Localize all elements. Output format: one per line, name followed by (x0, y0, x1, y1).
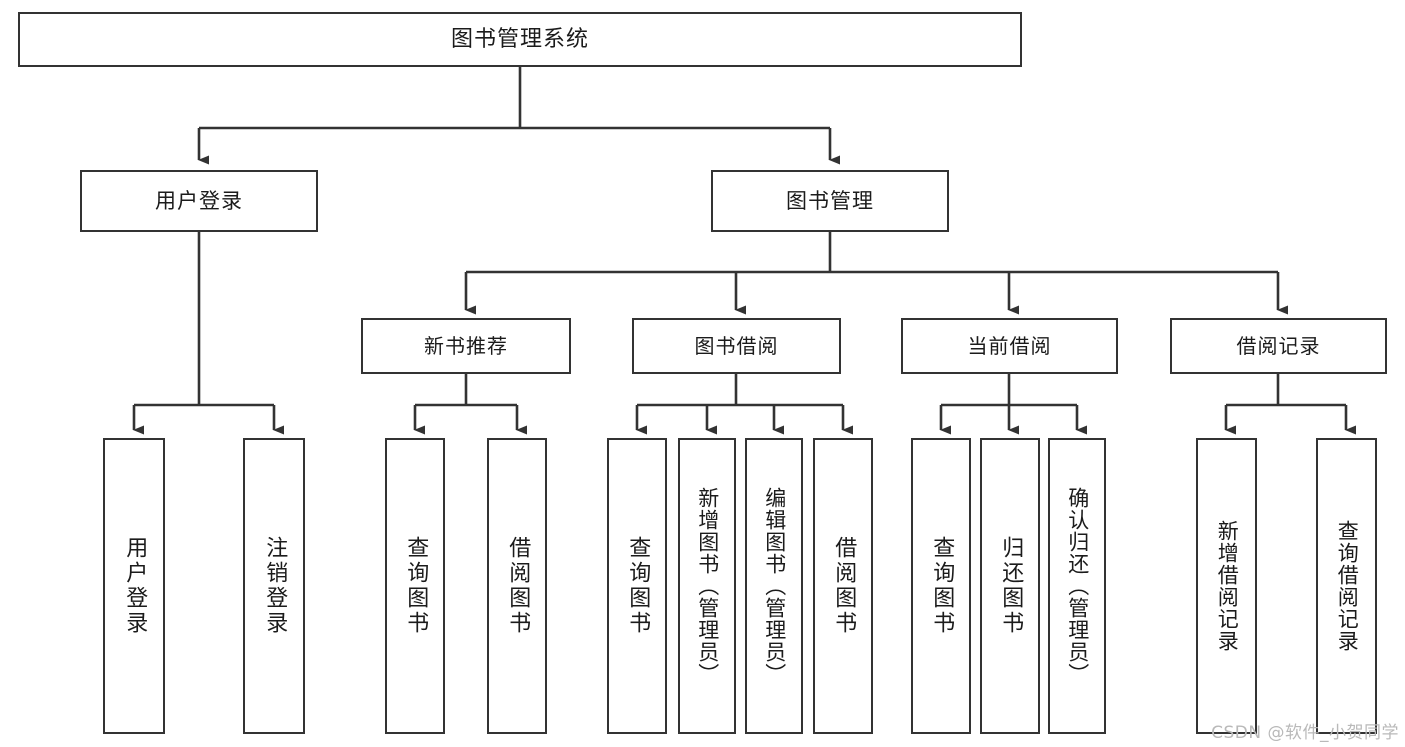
node-label: 当前借阅 (967, 333, 1052, 358)
node-root-book-management-system[interactable]: 图书管理系统 (18, 12, 1022, 67)
leaf-borrow-book-recommend[interactable]: 借阅图书 (487, 438, 547, 734)
node-new-book-recommendation[interactable]: 新书推荐 (361, 318, 571, 374)
leaf-edit-book-admin[interactable]: 编辑图书（管理员） (745, 438, 803, 734)
leaf-logout[interactable]: 注销登录 (243, 438, 305, 734)
node-label: 新书推荐 (424, 333, 508, 358)
leaf-query-borrow-record[interactable]: 查询借阅记录 (1316, 438, 1377, 734)
node-label: 查询图书 (403, 536, 429, 636)
node-current-borrow[interactable]: 当前借阅 (901, 318, 1118, 374)
node-label: 图书借阅 (694, 333, 779, 358)
node-label: 新增图书（管理员） (695, 487, 720, 685)
node-label: 查询图书 (929, 536, 955, 636)
leaf-query-book-current[interactable]: 查询图书 (911, 438, 971, 734)
node-label: 查询借阅记录 (1335, 520, 1360, 652)
csdn-watermark: CSDN @软件_小贺同学 (1211, 723, 1399, 743)
leaf-add-book-admin[interactable]: 新增图书（管理员） (678, 438, 736, 734)
node-label: 图书管理系统 (450, 26, 589, 52)
leaf-add-borrow-record[interactable]: 新增借阅记录 (1196, 438, 1257, 734)
node-label: 用户登录 (155, 188, 243, 213)
leaf-query-book-recommend[interactable]: 查询图书 (385, 438, 445, 734)
node-label: 注销登录 (262, 536, 288, 636)
node-book-management[interactable]: 图书管理 (711, 170, 949, 232)
leaf-confirm-return-admin[interactable]: 确认归还（管理员） (1048, 438, 1106, 734)
node-book-borrow[interactable]: 图书借阅 (632, 318, 841, 374)
leaf-query-book-borrow[interactable]: 查询图书 (607, 438, 667, 734)
node-label: 借阅记录 (1236, 333, 1321, 358)
leaf-return-book[interactable]: 归还图书 (980, 438, 1040, 734)
node-label: 用户登录 (122, 536, 148, 636)
leaf-user-login[interactable]: 用户登录 (103, 438, 165, 734)
node-borrow-record[interactable]: 借阅记录 (1170, 318, 1387, 374)
node-label: 借阅图书 (505, 536, 531, 636)
leaf-borrow-book[interactable]: 借阅图书 (813, 438, 873, 734)
node-user-login[interactable]: 用户登录 (80, 170, 318, 232)
node-label: 确认归还（管理员） (1065, 487, 1090, 685)
node-label: 查询图书 (625, 536, 651, 636)
node-label: 新增借阅记录 (1215, 520, 1240, 652)
node-label: 图书管理 (786, 188, 874, 213)
node-label: 编辑图书（管理员） (762, 487, 787, 685)
node-label: 归还图书 (998, 536, 1024, 636)
node-label: 借阅图书 (831, 536, 857, 636)
